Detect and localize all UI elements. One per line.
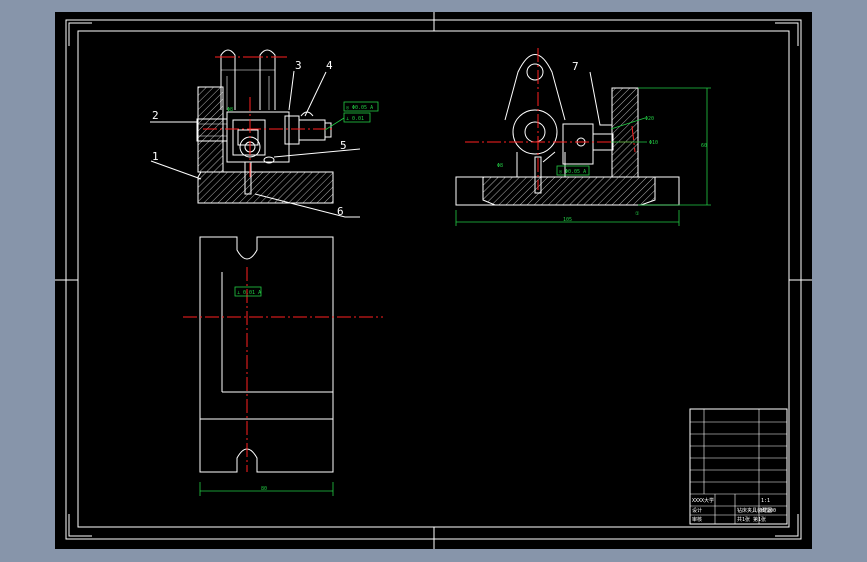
side-dim-hole: Φ8: [497, 163, 503, 169]
tolerance-front-top-1: ◎ Φ0.05 A: [346, 105, 373, 111]
tb-checker: 审核: [692, 516, 702, 523]
tb-sheet: 共1张 第1张: [737, 516, 766, 523]
title-block: XXXX大学 1:1 HT200 钻床夹具装配图 设计 审核 共1张 第1张: [689, 408, 788, 525]
tb-material: HT200: [761, 508, 776, 514]
side-dim-pin: Φ10: [649, 140, 658, 146]
tolerance-plan: ⊥ 0.01 A: [237, 290, 261, 296]
side-view: 60 105 ① Φ20 Φ10 Φ8 ◎ Φ0.05 A 7: [455, 48, 711, 226]
part-label-3: 3: [295, 59, 302, 72]
tb-drawing-name: 钻床夹具装配图: [737, 507, 772, 514]
part-label-4: 4: [326, 59, 333, 72]
side-dim-marker: ①: [635, 211, 640, 217]
tolerance-side: ◎ Φ0.05 A: [559, 169, 586, 175]
part-label-6: 6: [337, 205, 344, 218]
front-view: ◎ Φ0.05 A ⊥ 0.01 Φ8 2 1 3 4 5 6: [150, 49, 379, 218]
side-dim-height: 60: [701, 143, 707, 149]
plan-view: ⊥ 0.01 A 80: [183, 236, 383, 496]
tolerance-front-top-2: ⊥ 0.01: [346, 116, 364, 122]
tb-scale: 1:1: [761, 498, 770, 504]
tb-designer: 设计: [692, 507, 702, 514]
sheet-border: [55, 12, 812, 549]
plan-dim-width: 80: [261, 486, 267, 492]
part-label-5: 5: [340, 139, 347, 152]
drawing-viewport[interactable]: ◎ Φ0.05 A ⊥ 0.01 Φ8 2 1 3 4 5 6: [55, 12, 812, 549]
cad-drawing: ◎ Φ0.05 A ⊥ 0.01 Φ8 2 1 3 4 5 6: [55, 12, 812, 549]
part-label-1: 1: [152, 150, 159, 163]
tb-school: XXXX大学: [692, 497, 714, 504]
part-label-2: 2: [152, 109, 159, 122]
side-dim-width: 105: [563, 217, 572, 223]
side-dim-bore: Φ20: [645, 116, 654, 122]
tolerance-front-side: Φ8: [227, 107, 233, 113]
part-label-7: 7: [572, 60, 579, 73]
